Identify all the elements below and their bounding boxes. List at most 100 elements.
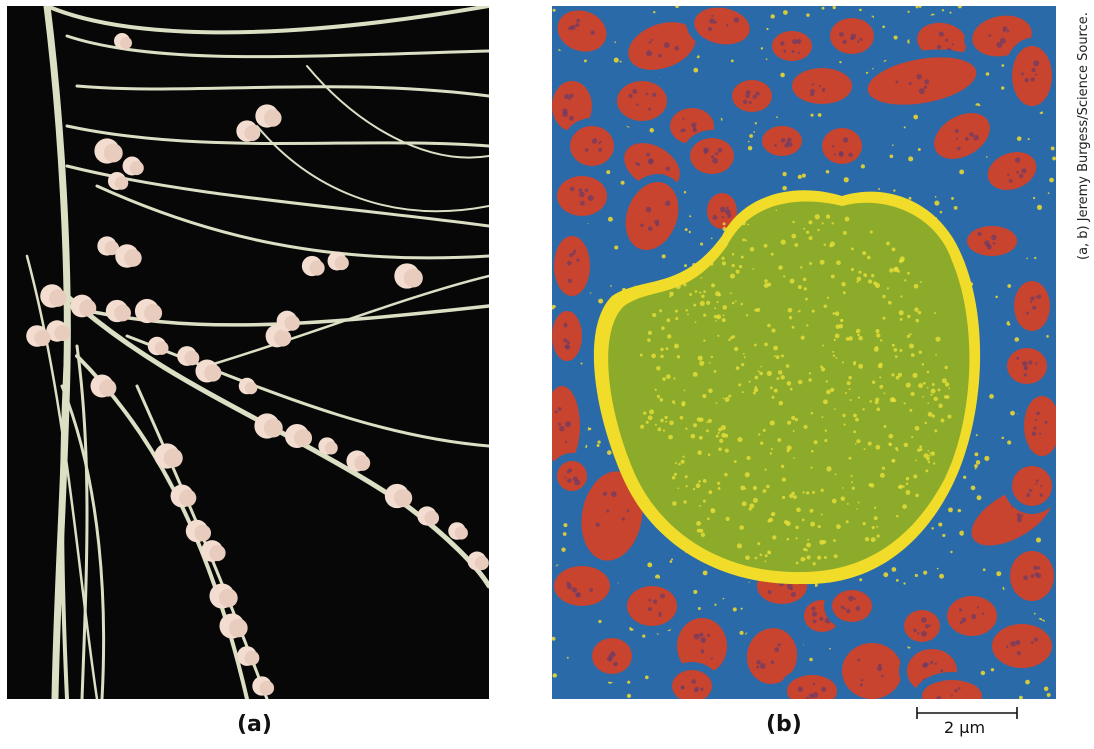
bacteroid-body: [904, 610, 940, 642]
vesicle-granule: [803, 287, 807, 291]
bacteroid-detail: [988, 34, 992, 37]
bacteroid-detail: [680, 128, 684, 133]
vesicle-granule: [830, 274, 835, 279]
vesicle-granule: [945, 395, 950, 399]
vesicle-granule: [673, 402, 676, 405]
granule: [614, 245, 619, 250]
vesicle-granule: [809, 508, 814, 513]
vesicle-granule: [824, 429, 828, 432]
vesicle-granule: [897, 485, 902, 489]
vesicle-granule: [699, 528, 704, 533]
vesicle-granule: [743, 356, 746, 359]
vesicle-granule: [742, 352, 745, 355]
bacteroid-detail: [660, 593, 665, 599]
granule: [675, 6, 679, 9]
bacteroid-detail: [699, 632, 704, 637]
granule: [1035, 537, 1042, 543]
vesicle-granule: [808, 236, 813, 241]
vesicle-granule: [707, 453, 711, 457]
vesicle-granule: [787, 307, 793, 313]
bacteroid-body: [557, 461, 587, 491]
vesicle-granule: [858, 270, 862, 274]
bacteroid-detail: [1033, 60, 1040, 67]
bacteroid-body: [557, 10, 607, 52]
bacteroid-body: [628, 22, 696, 70]
bacteroid-detail: [569, 93, 574, 98]
vesicle-granule: [718, 427, 722, 432]
vesicle-granule: [771, 395, 775, 399]
bacteroid-detail: [924, 662, 929, 667]
vesicle-granule: [817, 555, 822, 560]
vesicle-granule: [722, 314, 725, 317]
vesicle-granule: [702, 478, 707, 483]
bacteroid-detail: [848, 595, 854, 602]
vesicle-granule: [669, 291, 674, 297]
granule: [982, 568, 986, 572]
granule: [606, 170, 611, 175]
vesicle-granule: [687, 313, 689, 316]
granule: [889, 154, 894, 159]
vesicle-granule: [891, 373, 895, 377]
granule: [661, 254, 666, 259]
bacteroid-detail: [881, 674, 884, 678]
bacteroid: [814, 120, 870, 172]
granule: [985, 72, 990, 76]
vesicle-granule: [698, 480, 701, 483]
vesicle-granule: [821, 344, 824, 347]
bacteroid-detail: [700, 687, 704, 691]
granule: [908, 196, 912, 200]
vesicle-granule: [763, 243, 768, 248]
bacteroid-detail: [1023, 365, 1029, 371]
vesicle-granule: [758, 433, 761, 436]
granule: [732, 607, 737, 612]
granule: [1016, 136, 1022, 141]
bacteroid-detail: [1015, 639, 1021, 646]
granule: [766, 27, 769, 31]
granule: [1001, 86, 1005, 90]
bacteroid-detail: [1026, 311, 1030, 315]
vesicle-granule: [740, 485, 746, 491]
vesicle-granule: [767, 551, 771, 554]
granule: [747, 140, 750, 143]
vesicle-granule: [710, 237, 713, 240]
vesicle-granule: [783, 520, 789, 525]
vesicle-granule: [752, 497, 758, 503]
bacteroid-body: [1012, 46, 1052, 106]
vesicle-granule: [744, 472, 750, 478]
bacteroid: [1016, 388, 1056, 464]
bacteroid-detail: [1033, 565, 1038, 571]
vesicle-granule: [767, 323, 771, 328]
bacteroid-body: [677, 618, 727, 674]
vesicle-granule: [800, 335, 805, 340]
bacteroid-detail: [710, 657, 713, 660]
bacteroid-detail: [876, 666, 883, 672]
vesicle-granule: [804, 558, 806, 560]
vesicle-granule: [674, 309, 678, 313]
vesicle-granule: [716, 301, 719, 304]
bacteroid-detail: [700, 649, 705, 654]
vesicle-granule: [776, 377, 780, 381]
bacteroid: [682, 130, 742, 182]
granule: [936, 567, 939, 570]
vesicle-granule: [882, 294, 886, 299]
root-nodule: [119, 36, 133, 50]
vesicle-granule: [918, 383, 924, 389]
root-nodule: [264, 109, 282, 127]
vesicle-granule: [754, 308, 758, 312]
bacteroid-detail: [1023, 373, 1027, 377]
bacteroid-detail: [1031, 431, 1037, 436]
root-nodule: [293, 428, 313, 448]
bacteroid-detail: [1018, 173, 1024, 179]
vesicle-granule: [753, 387, 759, 393]
vesicle-granule: [713, 314, 718, 319]
bacteroid-detail: [1034, 572, 1039, 576]
granule: [782, 185, 787, 191]
bacteroid-body: [672, 670, 712, 699]
vesicle-granule: [840, 496, 846, 501]
granule: [990, 668, 995, 672]
root-strand: [64, 293, 489, 589]
vesicle-granule: [703, 290, 706, 293]
bacteroid-detail: [996, 41, 1003, 48]
bacteroid-detail: [646, 50, 652, 57]
vesicle-granule: [857, 333, 860, 337]
